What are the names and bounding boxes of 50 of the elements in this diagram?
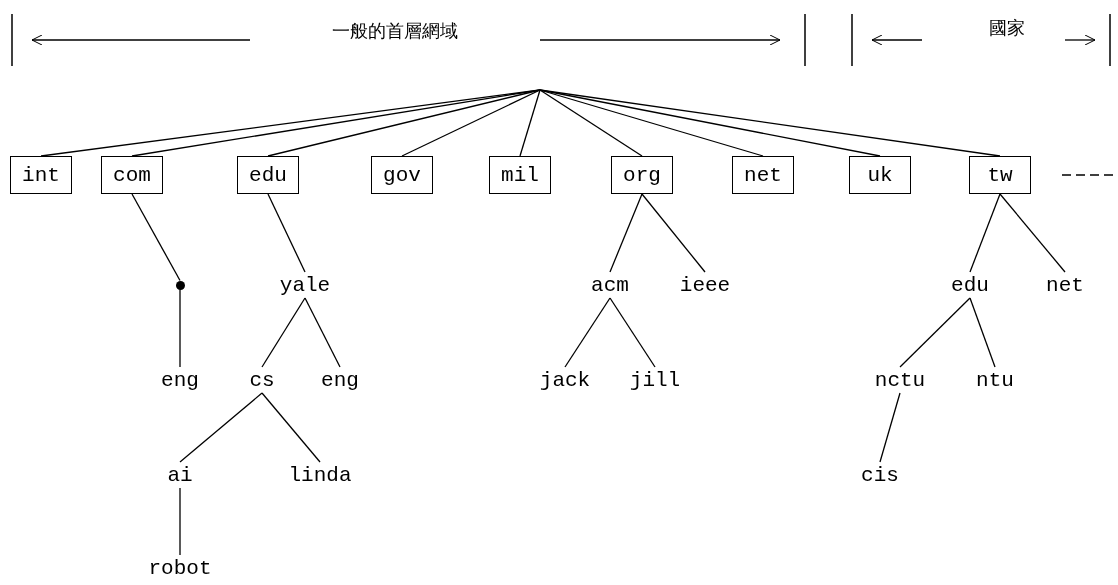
domain-label: nctu	[865, 367, 935, 393]
domain-label: cs	[242, 367, 282, 393]
tree-branch-line	[999, 193, 1066, 273]
tree-branch-line	[609, 193, 643, 273]
tree-branch-line	[641, 193, 706, 273]
tree-branch-line	[261, 392, 321, 463]
domain-label: net	[1035, 272, 1095, 298]
tree-branch-line	[519, 89, 541, 157]
domain-box: uk	[849, 156, 911, 194]
domain-box: mil	[489, 156, 551, 194]
domain-label: eng	[310, 367, 370, 393]
tree-branch-line	[261, 297, 306, 368]
tree-branch-line	[179, 392, 263, 463]
tree-branch-line	[899, 297, 971, 368]
domain-box: org	[611, 156, 673, 194]
tree-branch-line	[267, 89, 541, 157]
domain-box: tw	[969, 156, 1031, 194]
domain-node-dot	[175, 280, 185, 290]
tree-branch-line	[879, 392, 901, 463]
domain-label: ai	[160, 462, 200, 488]
domain-label: ntu	[965, 367, 1025, 393]
tree-branch-line	[564, 297, 611, 368]
tree-branch-line	[179, 487, 181, 556]
tree-branch-line	[401, 89, 541, 157]
tree-branch-line	[969, 193, 1001, 273]
tree-branch-line	[131, 193, 181, 282]
range-label: 一般的首層網域	[332, 19, 458, 43]
domain-label: jill	[620, 367, 690, 393]
domain-label: linda	[280, 462, 360, 488]
tree-branch-line	[179, 288, 181, 368]
domain-label: cis	[850, 462, 910, 488]
tree-branch-line	[304, 297, 341, 368]
domain-box: net	[732, 156, 794, 194]
domain-label: yale	[270, 272, 340, 298]
tree-branch-line	[539, 89, 643, 157]
domain-label: robot	[140, 555, 220, 581]
domain-box: com	[101, 156, 163, 194]
domain-box: edu	[237, 156, 299, 194]
domain-label: jack	[530, 367, 600, 393]
tree-branch-line	[609, 297, 656, 368]
tree-branch-line	[539, 89, 1001, 157]
domain-label: acm	[580, 272, 640, 298]
tree-branch-line	[267, 193, 306, 273]
domain-label: eng	[150, 367, 210, 393]
domain-box: int	[10, 156, 72, 194]
tree-branch-line	[969, 297, 996, 368]
domain-label: ieee	[670, 272, 740, 298]
range-label: 國家	[989, 16, 1025, 40]
domain-box: gov	[371, 156, 433, 194]
domain-label: edu	[940, 272, 1000, 298]
